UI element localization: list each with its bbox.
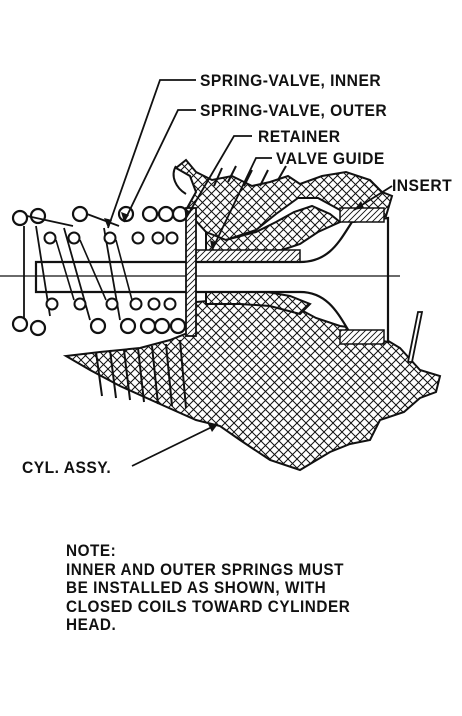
retainer	[185, 207, 197, 337]
leader-valve-guide	[211, 157, 272, 251]
outer-spring-bottom-coils	[11, 315, 187, 337]
inner-spring	[43, 231, 179, 311]
note-line: HEAD.	[66, 615, 117, 634]
outer-spring-top-coils	[11, 205, 189, 227]
leader-cyl-assy	[131, 423, 219, 467]
leader-retainer	[185, 135, 252, 219]
label-cyl-assy: CYL. ASSY.	[22, 458, 112, 477]
leader-spring-outer	[123, 109, 196, 223]
valve-seat-insert-bottom	[339, 329, 385, 345]
spark-plug-boss-line	[406, 311, 424, 363]
label-spring-valve-inner: SPRING-VALVE, INNER	[200, 71, 382, 90]
leader-spring-inner	[107, 79, 196, 229]
cooling-fins	[95, 165, 287, 409]
note-line: INNER AND OUTER SPRINGS MUST	[66, 559, 345, 579]
note-line: CLOSED COILS TOWARD CYLINDER	[66, 596, 351, 616]
label-spring-valve-outer: SPRING-VALVE, OUTER	[200, 101, 388, 120]
label-valve-guide: VALVE GUIDE	[276, 149, 385, 168]
note-line: BE INSTALLED AS SHOWN, WITH	[66, 578, 327, 597]
label-retainer: RETAINER	[258, 127, 341, 146]
valve-seat-insert-top	[339, 207, 385, 223]
label-insert: INSERT	[392, 176, 453, 195]
leader-lines	[107, 79, 393, 467]
installation-note: NOTE: INNER AND OUTER SPRINGS MUST BE IN…	[66, 541, 351, 635]
note-heading: NOTE:	[66, 541, 117, 560]
leader-arrowheads	[104, 201, 364, 432]
